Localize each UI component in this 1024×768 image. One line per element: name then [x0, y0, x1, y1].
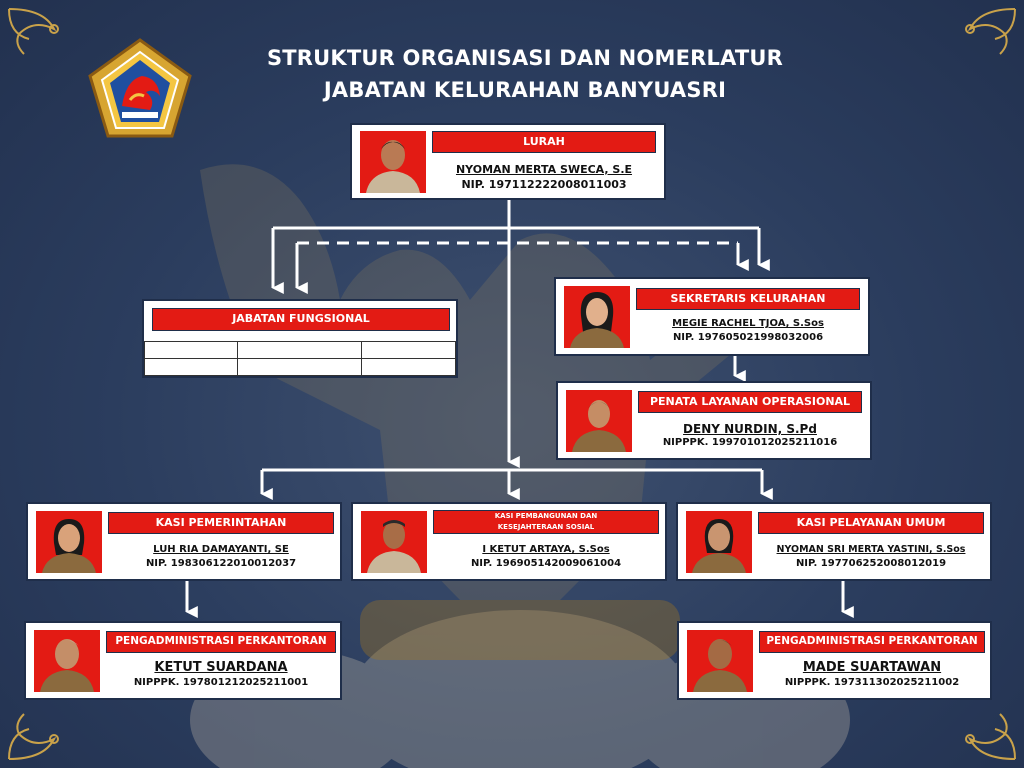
lurah-nip: NIP. 197112222008011003: [461, 178, 627, 191]
corner-ornament-top-left: [8, 8, 59, 55]
title-line-2: JABATAN KELURAHAN BANYUASRI: [323, 78, 727, 102]
admin-left-photo: [34, 630, 100, 692]
table-cell: [144, 341, 238, 359]
kasi-pelayanan-card: KASI PELAYANAN UMUM NYOMAN SRI MERTA YAS…: [676, 502, 992, 581]
corner-ornament-bottom-left: [8, 713, 59, 760]
sekretaris-nip: NIP. 197605021998032006: [672, 332, 824, 343]
penata-card: PENATA LAYANAN OPERASIONAL DENY NURDIN, …: [556, 381, 872, 460]
table-cell: [361, 341, 456, 359]
kasi-pembangunan-role-label: KASI PEMBANGUNAN DAN KESEJAHTERAAN SOSIA…: [433, 510, 659, 534]
kasi-pelayanan-photo: [686, 511, 752, 573]
fungsional-role-label: JABATAN FUNGSIONAL: [152, 308, 450, 331]
jabatan-fungsional-card: JABATAN FUNGSIONAL: [142, 299, 458, 378]
admin-right-photo: [687, 630, 753, 692]
penata-nip: NIPPPK. 199701012025211016: [662, 437, 838, 448]
corner-ornament-top-right: [965, 8, 1016, 55]
kasi-pelayanan-role-label: KASI PELAYANAN UMUM: [758, 512, 984, 534]
kasi-pembangunan-nip: NIP. 196905142009061004: [470, 558, 622, 569]
admin-right-role-label: PENGADMINISTRASI PERKANTORAN: [759, 631, 985, 653]
admin-left-role-label: PENGADMINISTRASI PERKANTORAN: [106, 631, 336, 653]
kasi-pemerintahan-nip: NIP. 198306122010012037: [145, 558, 297, 569]
kasi-pembangunan-card: KASI PEMBANGUNAN DAN KESEJAHTERAAN SOSIA…: [351, 502, 667, 581]
table-cell: [237, 358, 362, 376]
penata-name: DENY NURDIN, S.Pd: [683, 422, 817, 436]
admin-right-nip: NIPPPK. 197311302025211002: [784, 677, 960, 688]
admin-left-nip: NIPPPK. 197801212025211001: [133, 677, 309, 688]
lurah-role-label: LURAH: [432, 131, 656, 153]
table-cell: [361, 358, 456, 376]
sekretaris-card: SEKRETARIS KELURAHAN MEGIE RACHEL TJOA, …: [554, 277, 870, 356]
title-line-1: STRUKTUR ORGANISASI DAN NOMERLATUR: [266, 46, 784, 70]
penata-role-label: PENATA LAYANAN OPERASIONAL: [638, 391, 862, 413]
kasi-pemerintahan-name: LUH RIA DAMAYANTI, SE: [153, 544, 289, 555]
kasi-pelayanan-nip: NIP. 197706252008012019: [795, 558, 947, 569]
lurah-name: NYOMAN MERTA SWECA, S.E: [455, 163, 633, 176]
sekretaris-photo: [564, 286, 630, 348]
corner-ornament-bottom-right: [965, 713, 1016, 760]
buleleng-logo: [88, 38, 192, 138]
admin-right-card: PENGADMINISTRASI PERKANTORAN MADE SUARTA…: [677, 621, 992, 700]
kasi-pembangunan-photo: [361, 511, 427, 573]
lurah-card: LURAH NYOMAN MERTA SWECA, S.E NIP. 19711…: [350, 123, 666, 200]
sekretaris-role-label: SEKRETARIS KELURAHAN: [636, 288, 860, 310]
kasi-pemerintahan-card: KASI PEMERINTAHAN LUH RIA DAMAYANTI, SE …: [26, 502, 342, 581]
admin-left-name: KETUT SUARDANA: [154, 660, 288, 675]
role-line-1: KASI PEMBANGUNAN DAN: [494, 512, 598, 520]
admin-right-name: MADE SUARTAWAN: [802, 660, 942, 675]
kasi-pemerintahan-role-label: KASI PEMERINTAHAN: [108, 512, 334, 534]
fungsional-table: [144, 341, 456, 376]
kasi-pembangunan-name: I KETUT ARTAYA, S.Sos: [482, 544, 610, 555]
table-cell: [237, 341, 362, 359]
table-row: [144, 341, 456, 359]
admin-left-card: PENGADMINISTRASI PERKANTORAN KETUT SUARD…: [24, 621, 342, 700]
lurah-photo: [360, 131, 426, 193]
page-title: STRUKTUR ORGANISASI DAN NOMERLATUR JABAT…: [230, 42, 820, 106]
kasi-pelayanan-name: NYOMAN SRI MERTA YASTINI, S.Sos: [776, 544, 966, 555]
table-row: [144, 358, 456, 376]
penata-photo: [566, 390, 632, 452]
role-line-2: KESEJAHTERAAN SOSIAL: [497, 523, 595, 531]
sekretaris-name: MEGIE RACHEL TJOA, S.Sos: [672, 318, 824, 329]
table-cell: [144, 358, 238, 376]
kasi-pemerintahan-photo: [36, 511, 102, 573]
